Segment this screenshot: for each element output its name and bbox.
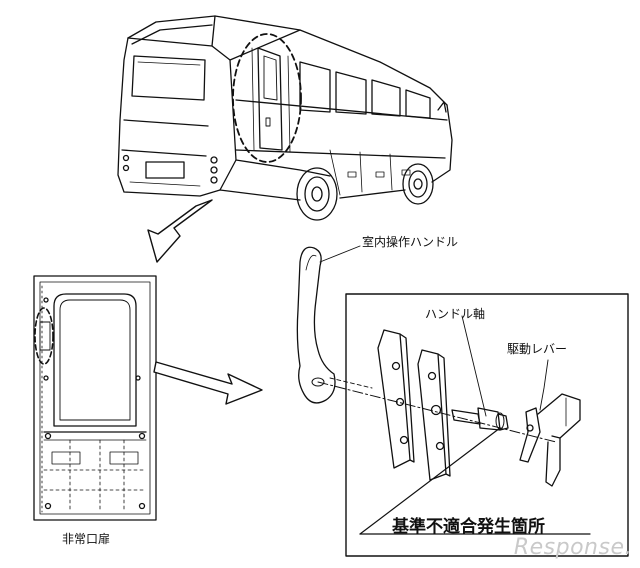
handle-shaft-part — [451, 407, 509, 431]
interior-handle-drawing — [296, 246, 336, 404]
leader-handle-shaft — [461, 315, 487, 417]
mounting-plate-1 — [377, 329, 415, 469]
response-watermark: Response. — [513, 535, 632, 560]
door-highlight-ellipse — [232, 33, 302, 163]
leader-drive-lever — [539, 359, 549, 411]
leader-defect — [359, 427, 501, 535]
label-drive-lever: 駆動レバー — [507, 342, 568, 356]
label-defect-location: 基準不適合発生箇所 — [392, 517, 545, 537]
detail-box — [345, 293, 629, 557]
handle-highlight-ellipse — [34, 307, 54, 365]
drive-lever-part — [519, 393, 581, 487]
emergency-door-drawing — [33, 275, 157, 521]
label-interior-handle: 室内操作ハンドル — [362, 235, 459, 249]
arrow-to-detail-icon — [153, 361, 263, 405]
label-emergency-door: 非常口扉 — [62, 532, 111, 546]
axis-line — [317, 381, 557, 443]
mounting-plate-2 — [417, 349, 451, 481]
arrow-to-door-icon — [147, 199, 213, 263]
bus-illustration — [117, 15, 453, 221]
label-handle-shaft: ハンドル軸 — [425, 307, 486, 321]
leader-interior-handle — [319, 245, 361, 263]
